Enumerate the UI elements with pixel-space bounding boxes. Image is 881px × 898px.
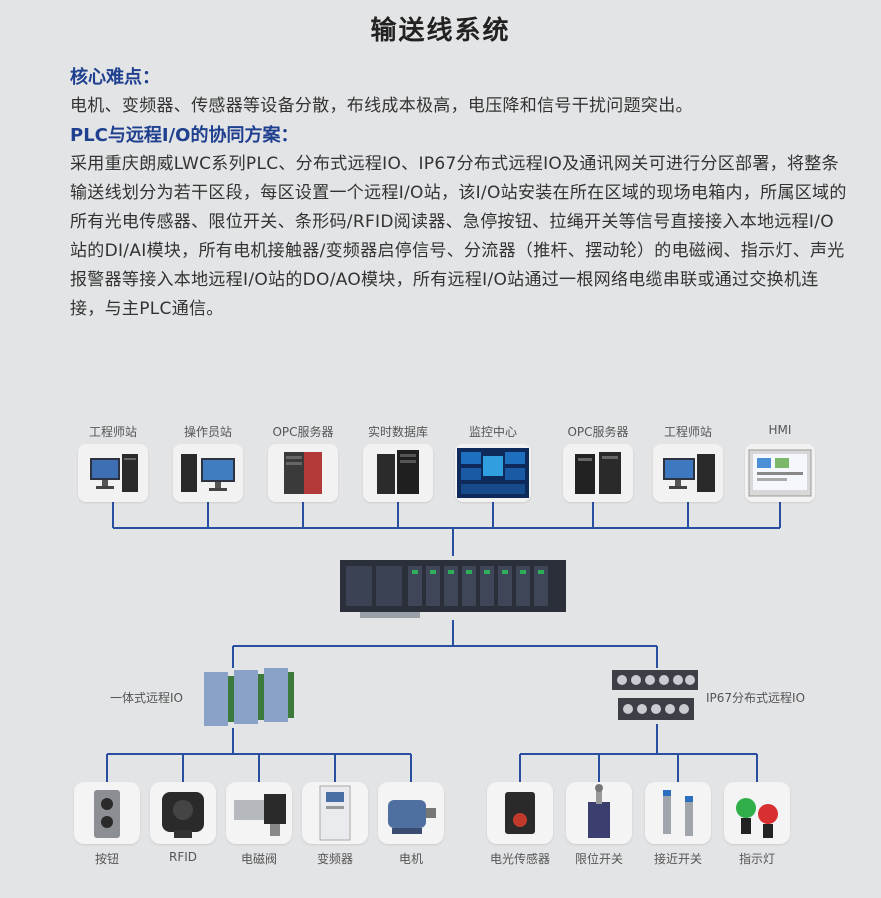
top-device-label: 工程师站 (663, 425, 712, 439)
left-device-label: 变频器 (316, 852, 353, 866)
server-icon (363, 444, 433, 502)
left-device-label: RFID (168, 850, 198, 864)
ip67-io-icon (608, 666, 704, 724)
top-device-label: 实时数据库 (367, 425, 428, 439)
indicator-light-icon (724, 782, 790, 844)
hmi-icon (745, 444, 815, 502)
photo-sensor-icon (487, 782, 553, 844)
page-title: 输送线系统 (370, 16, 511, 46)
server-icon (563, 444, 633, 502)
workstation-icon (653, 444, 723, 502)
solution-heading: PLC与远程I/O的协同方案： (70, 125, 299, 146)
remote-io-label: 一体式远程IO (110, 691, 183, 705)
server-icon (268, 444, 338, 502)
limit-switch-icon (566, 782, 632, 844)
difficulty-text: 电机、变频器、传感器等设备分散，布线成本极高，电压降和信号干扰问题突出。 (70, 96, 693, 116)
top-device-label: 工程师站 (88, 425, 137, 439)
motor-icon (378, 782, 444, 844)
workstation-icon (78, 444, 148, 502)
left-device-label: 按钮 (94, 852, 119, 866)
right-device-label: 接近开关 (653, 852, 702, 866)
workstation-icon (173, 444, 243, 502)
solution-text: 采用重庆朗威LWC系列PLC、分布式远程IO、IP67分布式远程IO及通讯网关可… (70, 154, 847, 319)
difficulty-heading: 核心难点： (70, 67, 160, 88)
top-device-label: 监控中心 (468, 425, 517, 439)
top-device-label: OPC服务器 (272, 425, 334, 439)
top-device-label: 操作员站 (183, 425, 232, 439)
right-device-label: 指示灯 (738, 852, 775, 866)
left-device-label: 电机 (398, 852, 423, 866)
top-device-label: HMI (768, 423, 792, 437)
plc-rack-icon (340, 556, 566, 620)
ip67-label: IP67分布式远程IO (706, 691, 806, 705)
button-box-icon (74, 782, 140, 844)
remote-io-icon (200, 664, 296, 730)
left-device-label: 电磁阀 (240, 852, 277, 866)
solenoid-valve-icon (226, 782, 292, 844)
proximity-switch-icon (645, 782, 711, 844)
top-device-label: OPC服务器 (567, 425, 629, 439)
rfid-reader-icon (150, 782, 216, 844)
monitor-center-icon (455, 444, 531, 502)
inverter-icon (302, 782, 368, 844)
right-device-label: 限位开关 (574, 852, 623, 866)
right-device-label: 电光传感器 (489, 852, 550, 866)
